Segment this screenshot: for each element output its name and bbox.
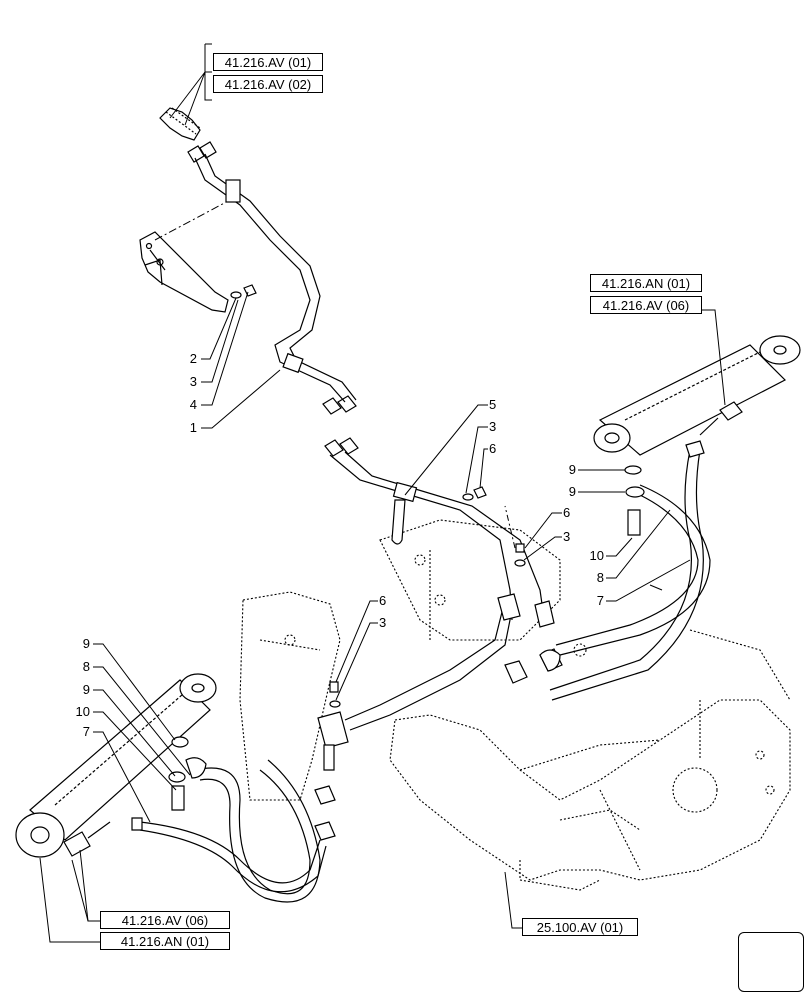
- pipe-bracket: [139, 231, 229, 313]
- bracket-tab: [391, 499, 406, 545]
- callout-7: 7: [82, 724, 90, 739]
- ref-box-41-216-av-01-top[interactable]: 41.216.AV (01): [213, 53, 323, 71]
- callout-4: 4: [189, 397, 197, 412]
- leader-dashdot: [504, 505, 516, 549]
- callout-8: 8: [596, 570, 604, 585]
- right-hose: [539, 440, 711, 701]
- leader-dashdot: [154, 199, 231, 241]
- ref-box-41-216-av-06-right[interactable]: 41.216.AV (06): [590, 296, 702, 314]
- callout-9: 9: [568, 484, 576, 499]
- callout-9: 9: [568, 462, 576, 477]
- seal-ring-9b: [625, 486, 645, 498]
- callout-10: 10: [589, 548, 604, 563]
- axle-housing-outline: [239, 519, 791, 891]
- part-mark: [649, 584, 663, 591]
- callout-6: 6: [563, 505, 571, 520]
- ref-box-41-216-an-01-bottom[interactable]: 41.216.AN (01): [100, 932, 230, 950]
- leader-lines: [39, 43, 726, 943]
- callout-6: 6: [379, 593, 387, 608]
- seal-ring-9a: [624, 465, 642, 475]
- seal-ring-9c: [171, 736, 189, 748]
- ref-box-41-216-av-06-bottom[interactable]: 41.216.AV (06): [100, 911, 230, 929]
- callout-10: 10: [75, 704, 90, 719]
- callout-9: 9: [82, 636, 90, 651]
- pipe-clip: [225, 179, 241, 203]
- rigid-pipe-centre: [324, 437, 546, 731]
- callout-3: 3: [189, 374, 197, 389]
- callout-3: 3: [563, 529, 571, 544]
- next-page-button[interactable]: [738, 932, 804, 992]
- callout-5: 5: [489, 397, 497, 412]
- ref-box-25-100-av-01[interactable]: 25.100.AV (01): [522, 918, 638, 936]
- bolts-washers: [329, 486, 526, 708]
- seal-ring-9d: [168, 771, 186, 783]
- left-hydraulic-cylinder: [15, 673, 217, 858]
- hose-end-broken: [159, 107, 201, 141]
- union-10a: [627, 509, 641, 536]
- left-valve: [314, 711, 349, 841]
- right-hydraulic-cylinder: [593, 335, 801, 456]
- ref-box-41-216-av-02-top[interactable]: 41.216.AV (02): [213, 75, 323, 93]
- bolt-washer-2-3: [230, 284, 257, 299]
- callout-1: 1: [189, 420, 197, 435]
- callout-3: 3: [489, 419, 497, 434]
- ref-box-41-216-an-01-right[interactable]: 41.216.AN (01): [590, 274, 702, 292]
- callout-2: 2: [189, 351, 197, 366]
- left-hose: [131, 757, 327, 903]
- callout-3: 3: [379, 615, 387, 630]
- callout-9: 9: [82, 682, 90, 697]
- pipe-clamp: [282, 352, 304, 374]
- callout-8: 8: [82, 659, 90, 674]
- callout-6: 6: [489, 441, 497, 456]
- rigid-pipe-1: [187, 141, 357, 415]
- union-10b: [171, 785, 185, 811]
- callout-7: 7: [596, 593, 604, 608]
